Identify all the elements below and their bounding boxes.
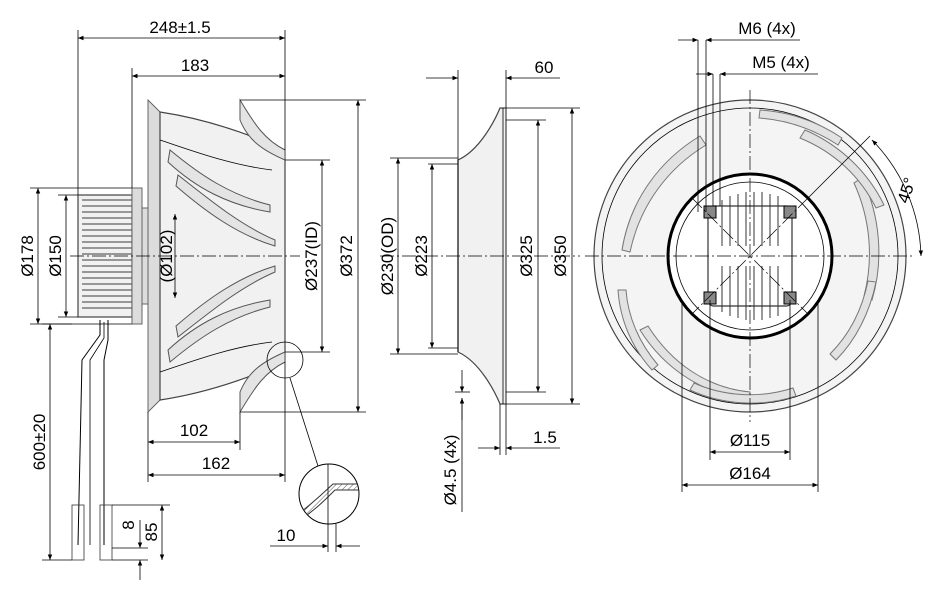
label-dia-223: Ø223 [412, 235, 431, 277]
label-dia-230-od: Ø230(OD) [378, 217, 397, 295]
dim-dia-237-id: Ø237(ID) [285, 159, 330, 353]
hub-fins [721, 192, 779, 320]
label-dia-150: Ø150 [46, 235, 65, 277]
dim-cable-length: 600±20 [30, 323, 72, 561]
label-dia-325: Ø325 [517, 235, 536, 277]
impeller [147, 98, 286, 414]
inlet-ring-view: 60 Ø230(OD) Ø223 Ø325 Ø350 [378, 58, 580, 512]
side-view: 248±1.5 183 Ø178 Ø150 (Ø102) Ø237(ID [18, 18, 366, 580]
label-angle: 45° [894, 175, 920, 205]
label-dia-178: Ø178 [18, 235, 37, 277]
front-view: M6 (4x) M5 (4x) 45° Ø115 Ø164 [585, 19, 924, 492]
dim-len-85: 85 [112, 504, 170, 560]
label-len-102: 102 [180, 421, 208, 440]
label-len-10: 10 [277, 526, 296, 545]
detail-callout: 10 [266, 341, 360, 552]
dim-dia-350: Ø350 [506, 107, 580, 405]
dim-len-8: 8 [112, 520, 148, 580]
dim-len-60: 60 [426, 58, 560, 160]
dim-dia-372: Ø372 [240, 99, 366, 413]
cable [71, 320, 113, 561]
label-dia-372: Ø372 [337, 235, 356, 277]
label-len-1-5: 1.5 [533, 428, 557, 447]
label-overall-length: 248±1.5 [149, 18, 210, 37]
dim-dia-223: Ø223 [412, 163, 458, 349]
dim-overall-length: 248±1.5 [77, 18, 286, 195]
dim-dia-325: Ø325 [506, 119, 546, 393]
label-len-8: 8 [119, 520, 138, 529]
dim-len-1-5: 1.5 [478, 404, 560, 455]
dim-dia-150: Ø150 [46, 194, 78, 318]
dim-thread-m5: M5 (4x) [696, 53, 818, 206]
label-dia-164: Ø164 [729, 464, 771, 483]
label-dia-115: Ø115 [730, 431, 770, 450]
label-dia-102: (Ø102) [157, 230, 176, 283]
dim-length-183: 183 [131, 56, 285, 188]
label-length-183: 183 [181, 56, 209, 75]
label-len-85: 85 [142, 523, 161, 542]
dim-len-162: 162 [147, 362, 286, 482]
dim-holes: Ø4.5 (4x) [441, 370, 470, 512]
dim-dia-115: Ø115 [709, 300, 791, 460]
label-holes: Ø4.5 (4x) [441, 435, 460, 506]
label-thread-m5: M5 (4x) [752, 53, 810, 72]
label-len-162: 162 [202, 454, 230, 473]
dim-len-102: 102 [147, 412, 241, 450]
dim-thread-m6: M6 (4x) [678, 19, 800, 212]
label-thread-m6: M6 (4x) [738, 19, 796, 38]
dim-dia-102: (Ø102) [157, 214, 178, 298]
label-dia-350: Ø350 [551, 235, 570, 277]
dim-dia-230-od: Ø230(OD) [378, 157, 458, 355]
label-len-60: 60 [535, 58, 554, 77]
dim-dia-164: Ø164 [681, 300, 819, 492]
label-cable-length: 600±20 [30, 414, 49, 471]
label-dia-237-id: Ø237(ID) [302, 221, 321, 291]
